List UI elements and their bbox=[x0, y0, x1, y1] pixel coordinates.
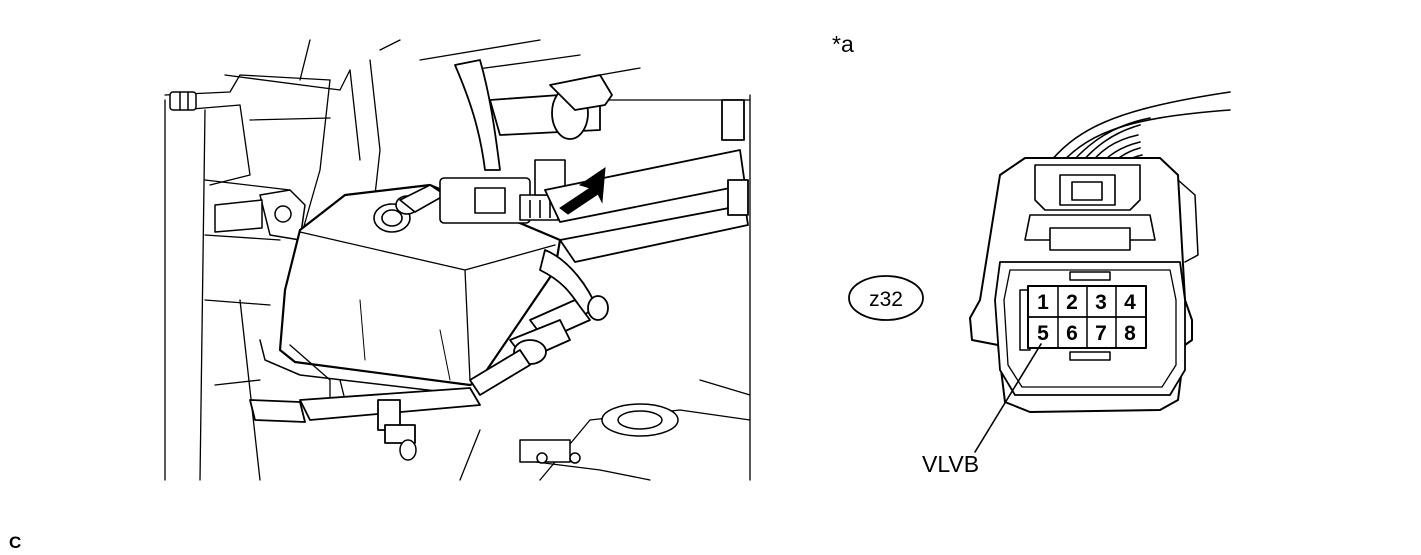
pin-8: 8 bbox=[1124, 322, 1136, 345]
pin-5: 5 bbox=[1037, 322, 1049, 345]
location-arrow bbox=[559, 166, 606, 215]
pin-3: 3 bbox=[1095, 291, 1107, 314]
connector-code-label: z32 bbox=[869, 288, 903, 311]
component-location-drawing bbox=[164, 39, 751, 481]
canister-body bbox=[259, 183, 562, 411]
vsv-connector bbox=[439, 159, 566, 224]
figure-letter: C bbox=[9, 533, 21, 552]
pin-7: 7 bbox=[1095, 322, 1107, 345]
connector-front-view: 1 2 3 4 5 6 7 8 bbox=[969, 91, 1231, 453]
terminal-leader-line bbox=[974, 343, 1042, 453]
callout-a-label: *a bbox=[832, 31, 854, 57]
pin-6: 6 bbox=[1066, 322, 1078, 345]
mounting-bolt bbox=[169, 91, 197, 111]
pin-1: 1 bbox=[1037, 291, 1049, 314]
pin-2: 2 bbox=[1066, 291, 1078, 314]
pin-4: 4 bbox=[1124, 291, 1136, 314]
terminal-name-label: VLVB bbox=[922, 451, 979, 477]
connector-code-oval bbox=[848, 275, 924, 321]
